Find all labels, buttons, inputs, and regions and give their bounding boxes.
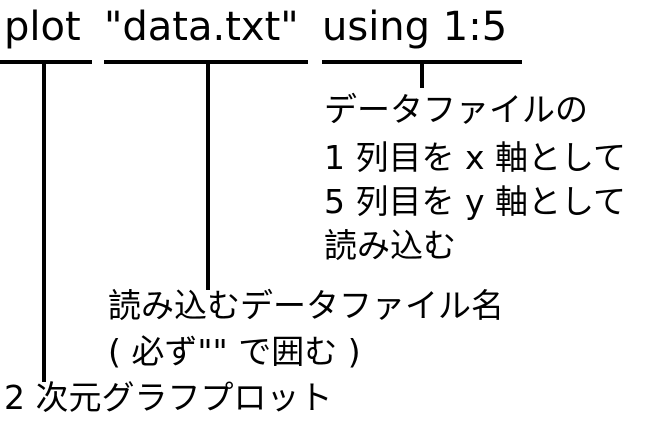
annotation-using-line1: データファイルの bbox=[324, 90, 588, 129]
token-filename: "data.txt" bbox=[104, 4, 299, 50]
annotation-using-line4: 読み込む bbox=[324, 226, 456, 265]
leader-using bbox=[420, 64, 424, 88]
annotation-using-line2: 1 列目を x 軸として bbox=[324, 138, 627, 177]
token-plot: plot bbox=[4, 4, 81, 50]
annotation-using-line3: 5 列目を y 軸として bbox=[324, 182, 627, 221]
annotation-filename-line2: ( 必ず"" で囲む ) bbox=[108, 332, 361, 371]
underline-filename bbox=[104, 60, 308, 64]
annotation-plot-line1: 2 次元グラフプロット bbox=[4, 378, 333, 417]
leader-filename bbox=[206, 64, 210, 290]
annotation-filename-line1: 読み込むデータファイル名 bbox=[108, 286, 504, 325]
underline-plot bbox=[0, 60, 92, 64]
token-using: using 1:5 bbox=[322, 4, 508, 50]
underline-using bbox=[322, 60, 522, 64]
leader-plot bbox=[42, 64, 46, 382]
